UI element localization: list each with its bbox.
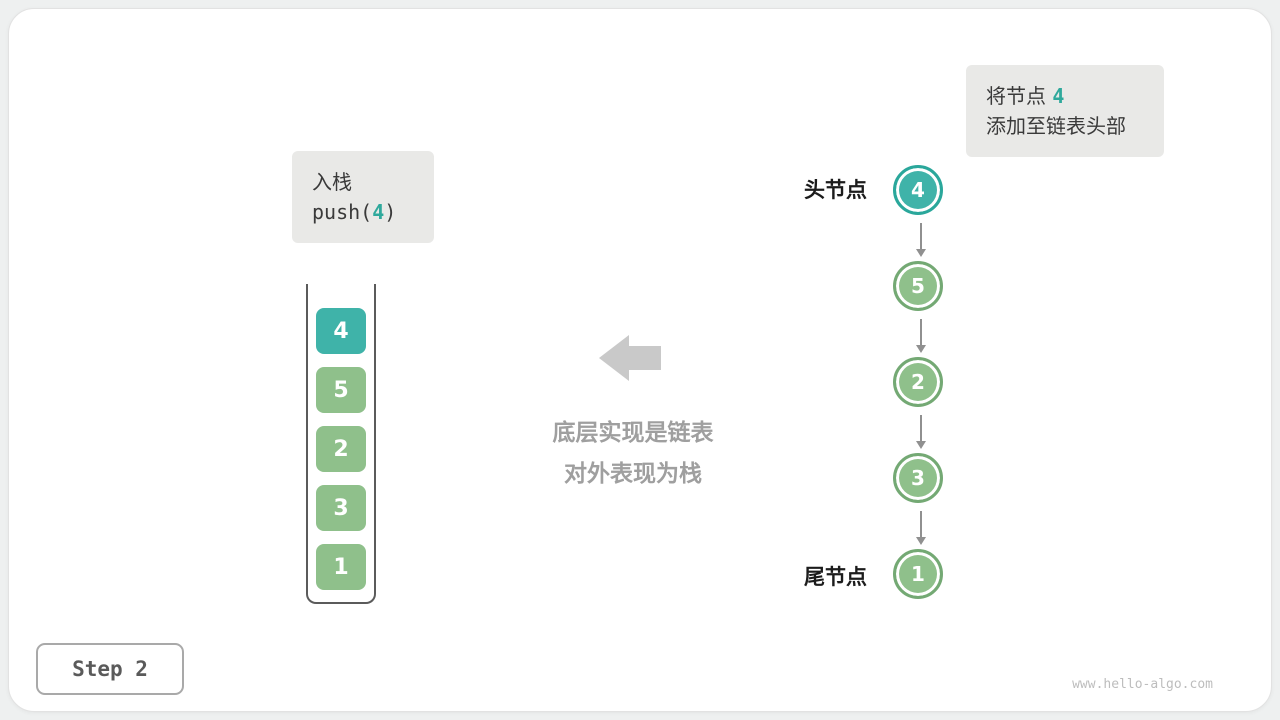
list-node: 3 [893,453,943,503]
left-arrow-icon [599,335,661,381]
arrow-down-icon [916,415,926,449]
list-node: 2 [893,357,943,407]
head-node-label: 头节点 [804,178,867,202]
stack-container: 4 5 2 3 1 [306,284,376,604]
arrow-down-icon [916,319,926,353]
callout-box: 将节点 4 添加至链表头部 [966,65,1164,157]
watermark: www.hello-algo.com [1072,677,1213,692]
stack-item: 1 [316,544,366,590]
note-line2: 对外表现为栈 [564,461,702,487]
operation-box: 入栈 push(4) [292,151,434,243]
figure-canvas: 将节点 4 添加至链表头部 入栈 push(4) 4 5 2 3 1 底层实现是… [8,8,1272,712]
list-node: 1 [893,549,943,599]
list-node: 4 [893,165,943,215]
callout-line2: 添加至链表头部 [986,114,1126,138]
stack-item: 2 [316,426,366,472]
step-badge: Step 2 [36,643,184,695]
operation-code-value: 4 [372,200,385,224]
left-arrow-tail [629,346,661,370]
arrow-down-icon [916,511,926,545]
tail-node-label: 尾节点 [804,565,867,589]
arrow-down-icon [916,223,926,257]
operation-code-prefix: push( [312,200,373,224]
callout-node-value: 4 [1052,84,1065,108]
operation-code-suffix: ) [384,200,397,224]
operation-code: push(4) [312,197,414,227]
stack-item: 3 [316,485,366,531]
note-text: 底层实现是链表 对外表现为栈 [473,413,793,495]
stack-item: 5 [316,367,366,413]
callout-line1-text: 将节点 [986,84,1046,108]
stack-item: 4 [316,308,366,354]
list-node: 5 [893,261,943,311]
operation-title: 入栈 [312,170,352,194]
left-arrow-head [599,335,629,381]
callout-line1: 将节点 4 [986,81,1144,111]
note-line1: 底层实现是链表 [552,420,714,446]
